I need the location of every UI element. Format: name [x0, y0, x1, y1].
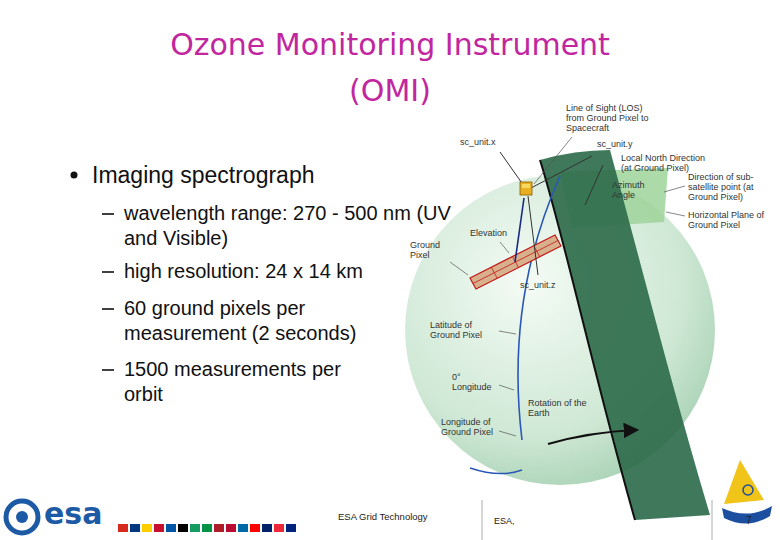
spacecraft: [520, 182, 532, 195]
diagram-label: Horizontal Plane of Ground Pixel: [688, 210, 772, 230]
flag-row: [118, 524, 296, 532]
right-logo-sail: [724, 460, 764, 504]
axis-label: sc_unit.x: [460, 137, 510, 147]
flag: [154, 524, 164, 532]
bullet-dash: [102, 369, 114, 371]
sub-bullet-text: high resolution: 24 x 14 km: [124, 259, 464, 284]
leader-line: [450, 262, 468, 275]
axis-x-line: [500, 152, 524, 186]
diagram-label: Elevation: [470, 228, 512, 238]
footer-separator: [712, 500, 713, 540]
orbit-line: [540, 160, 635, 520]
flag: [286, 524, 296, 532]
leader-line: [664, 186, 685, 192]
flag: [190, 524, 200, 532]
longitude-arc: [470, 468, 522, 474]
leader-line: [500, 242, 509, 253]
diagram-label: Local North Direction (at Ground Pixel): [621, 153, 716, 173]
esa-logo-dot: [16, 511, 28, 523]
esa-logo-ring: [6, 501, 38, 533]
footer-text: ESA,: [494, 516, 534, 527]
logo-text: esa: [44, 496, 116, 532]
slide-title: Ozone Monitoring Instrument (OMI): [135, 22, 645, 114]
diagram-label: Latitude of Ground Pixel: [430, 320, 496, 340]
flag: [178, 524, 188, 532]
axis-z-line: [528, 196, 538, 275]
flag: [238, 524, 248, 532]
leader-line: [499, 385, 514, 390]
flag: [118, 524, 128, 532]
flag: [142, 524, 152, 532]
rotation-arrow: [548, 430, 636, 444]
spacecraft-top: [522, 184, 530, 188]
axis-label: sc_unit.y: [597, 139, 642, 149]
pixel-grid-line: [491, 267, 497, 278]
page-number: 7: [746, 515, 768, 527]
swath-band: [540, 150, 710, 520]
footer-text: ESA Grid Technology: [338, 511, 468, 522]
bullet-text: Imaging spectrograph: [92, 161, 422, 189]
flag: [130, 524, 140, 532]
flag: [202, 524, 212, 532]
flag: [250, 524, 260, 532]
leader-line: [666, 212, 685, 216]
leader-line: [499, 331, 516, 334]
leader-line: [499, 431, 516, 436]
bullet-dash: [102, 308, 114, 310]
bullet-dot: [71, 172, 78, 179]
footer-separator: [482, 500, 483, 540]
flag: [274, 524, 284, 532]
diagram-label: 0° Longitude: [452, 372, 498, 392]
leader-line: [534, 137, 572, 184]
diagram-label: Longitude of Ground Pixel: [441, 417, 516, 437]
flag: [214, 524, 224, 532]
flag: [226, 524, 236, 532]
flag: [262, 524, 272, 532]
right-logo-wheel: [743, 485, 753, 495]
diagram-label: Azimuth Angle: [612, 180, 650, 200]
diagram-label: Rotation of the Earth: [528, 398, 590, 418]
axis-label: sc_unit.z: [520, 280, 565, 290]
sub-bullet-text: 1500 measurements per orbit: [124, 357, 364, 407]
diagram-label: Direction of sub-satellite point (at Gro…: [688, 172, 772, 202]
bullet-dash: [102, 271, 114, 273]
diagram-label: Line of Sight (LOS) from Ground Pixel to…: [566, 103, 661, 133]
diagram-label: Ground Pixel: [410, 240, 448, 260]
leader-lines: [450, 137, 685, 436]
bullet-dash: [102, 213, 114, 215]
line-of-sight: [515, 198, 524, 262]
flag: [166, 524, 176, 532]
axis-y-line: [531, 156, 592, 188]
sub-bullet-text: 60 ground pixels per measurement (2 seco…: [124, 296, 374, 346]
north-direction: [585, 165, 603, 205]
